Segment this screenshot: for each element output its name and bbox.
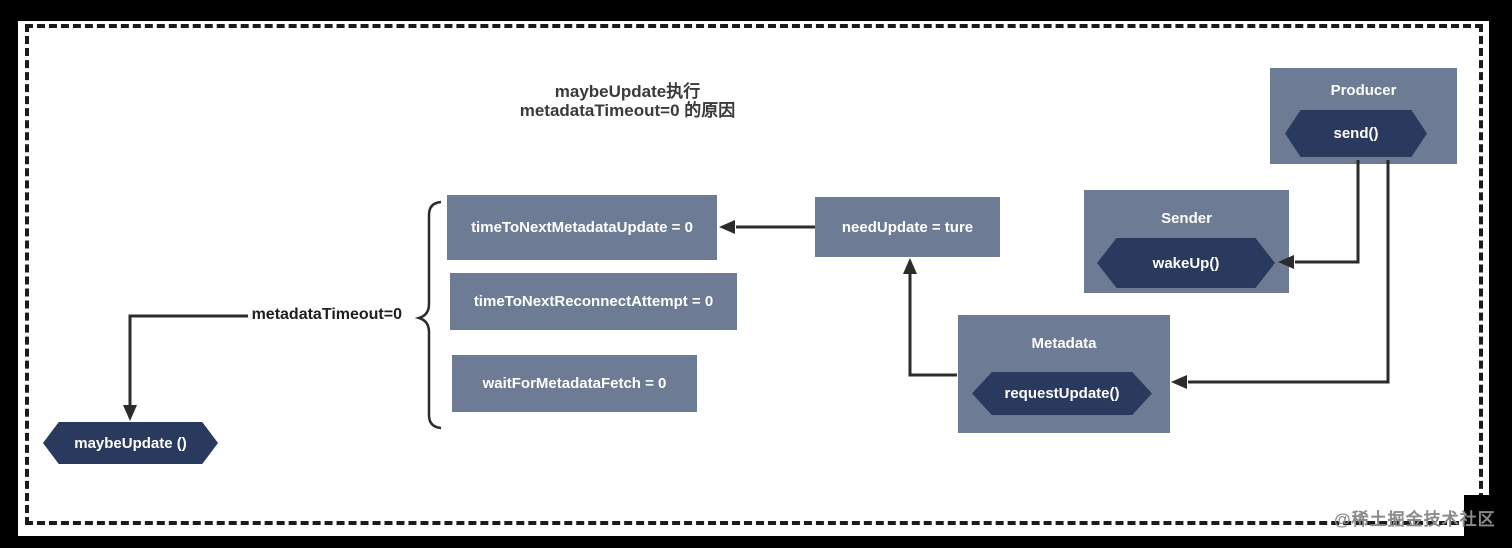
watermark-text: @稀土掘金技术社区	[1334, 510, 1496, 529]
wait-for-metadata-fetch-label: waitForMetadataFetch = 0	[482, 375, 667, 392]
needupdate-node: needUpdate = ture	[815, 197, 1000, 257]
diagram-title: maybeUpdate执行 metadataTimeout=0 的原因	[425, 82, 830, 120]
time-to-next-metadata-update-label: timeToNextMetadataUpdate = 0	[471, 219, 693, 236]
diagram-title-line1: maybeUpdate执行	[554, 82, 701, 101]
sender-label: Sender	[1161, 210, 1212, 227]
metadata-label: Metadata	[1031, 335, 1097, 352]
requestupdate-method-label: requestUpdate()	[1004, 385, 1120, 402]
wait-for-metadata-fetch-node: waitForMetadataFetch = 0	[452, 355, 697, 412]
producer-label: Producer	[1330, 82, 1397, 99]
maybeupdate-hexagon: maybeUpdate ()	[43, 422, 218, 464]
wakeup-method-hexagon: wakeUp()	[1097, 238, 1275, 288]
maybeupdate-label: maybeUpdate ()	[74, 434, 187, 452]
diagram-title-line2: metadataTimeout=0 的原因	[519, 101, 736, 120]
time-to-next-reconnect-attempt-node: timeToNextReconnectAttempt = 0	[450, 273, 737, 330]
time-to-next-metadata-update-node: timeToNextMetadataUpdate = 0	[447, 195, 717, 260]
wakeup-method-label: wakeUp()	[1152, 254, 1220, 272]
send-method-hexagon: send()	[1285, 110, 1427, 157]
watermark-logo-block	[1464, 495, 1512, 548]
requestupdate-method-hexagon: requestUpdate()	[972, 372, 1152, 415]
dashed-page-border	[25, 24, 1483, 525]
metadata-timeout-annotation: metadataTimeout=0	[251, 306, 402, 323]
time-to-next-reconnect-attempt-label: timeToNextReconnectAttempt = 0	[473, 293, 714, 310]
needupdate-label: needUpdate = ture	[841, 218, 974, 236]
send-method-label: send()	[1333, 125, 1379, 142]
